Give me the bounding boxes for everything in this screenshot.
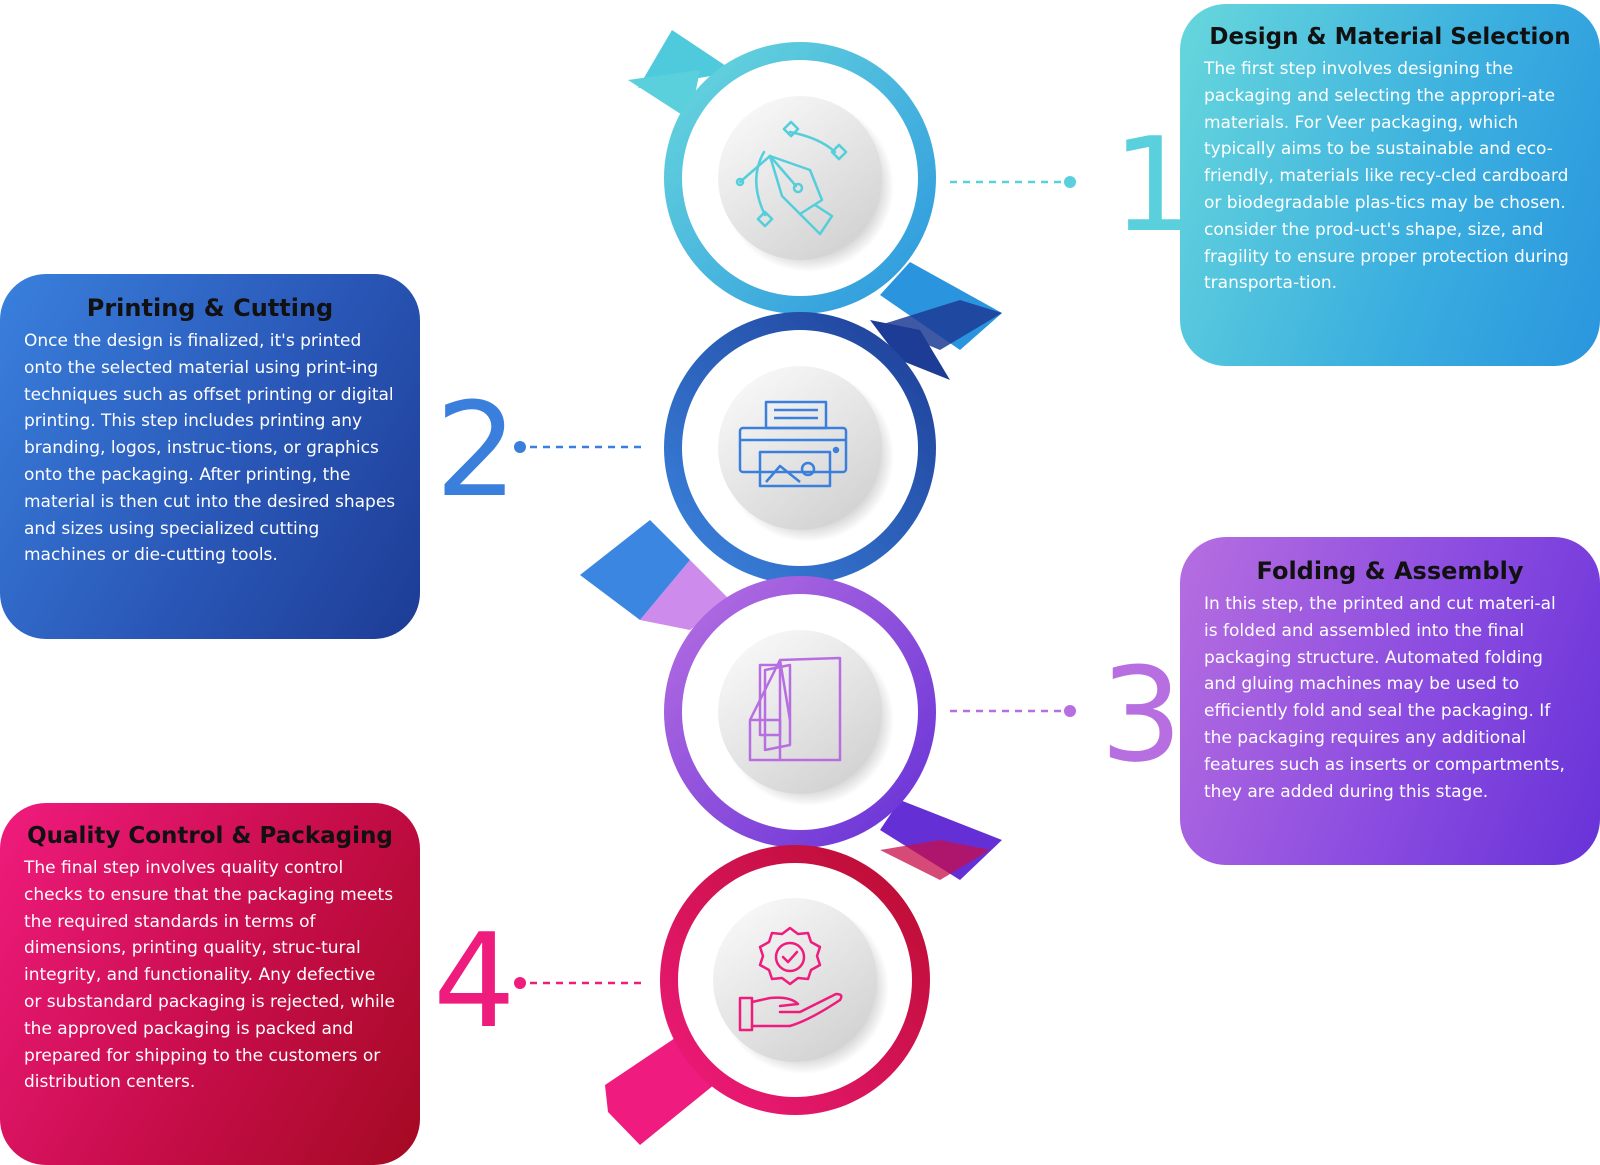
step-3-title: Folding & Assembly (1256, 557, 1524, 585)
step-1-card: Design & Material Selection The first st… (1180, 4, 1600, 366)
step-4-card: Quality Control & Packaging The final st… (0, 803, 420, 1165)
step-3-number: 3 (1100, 639, 1183, 791)
step-3-description: In this step, the printed and cut materi… (1204, 594, 1565, 802)
step-2-description: Once the design is finalized, it's print… (24, 331, 396, 566)
connector-4 (514, 977, 645, 989)
step-1-description: The first step involves designing the pa… (1204, 59, 1569, 294)
step-1-title: Design & Material Selection (1209, 24, 1571, 50)
folded-sheets-icon (748, 656, 842, 762)
connector-2 (514, 441, 645, 453)
printer-icon (738, 400, 848, 488)
connector-3 (950, 705, 1076, 717)
step-4-description: The final step involves quality control … (24, 858, 395, 1093)
step-4-title: Quality Control & Packaging (27, 823, 393, 849)
step-2-number: 2 (435, 374, 518, 526)
pen-tool-icon (735, 120, 848, 236)
connector-1 (950, 176, 1076, 188)
step-2-card: Printing & Cutting Once the design is fi… (0, 274, 420, 639)
step-3-card: Folding & Assembly In this step, the pri… (1180, 537, 1600, 865)
step-4-number: 4 (433, 905, 516, 1057)
step-2-title: Printing & Cutting (86, 294, 334, 322)
quality-badge-hand-icon (738, 926, 843, 1032)
